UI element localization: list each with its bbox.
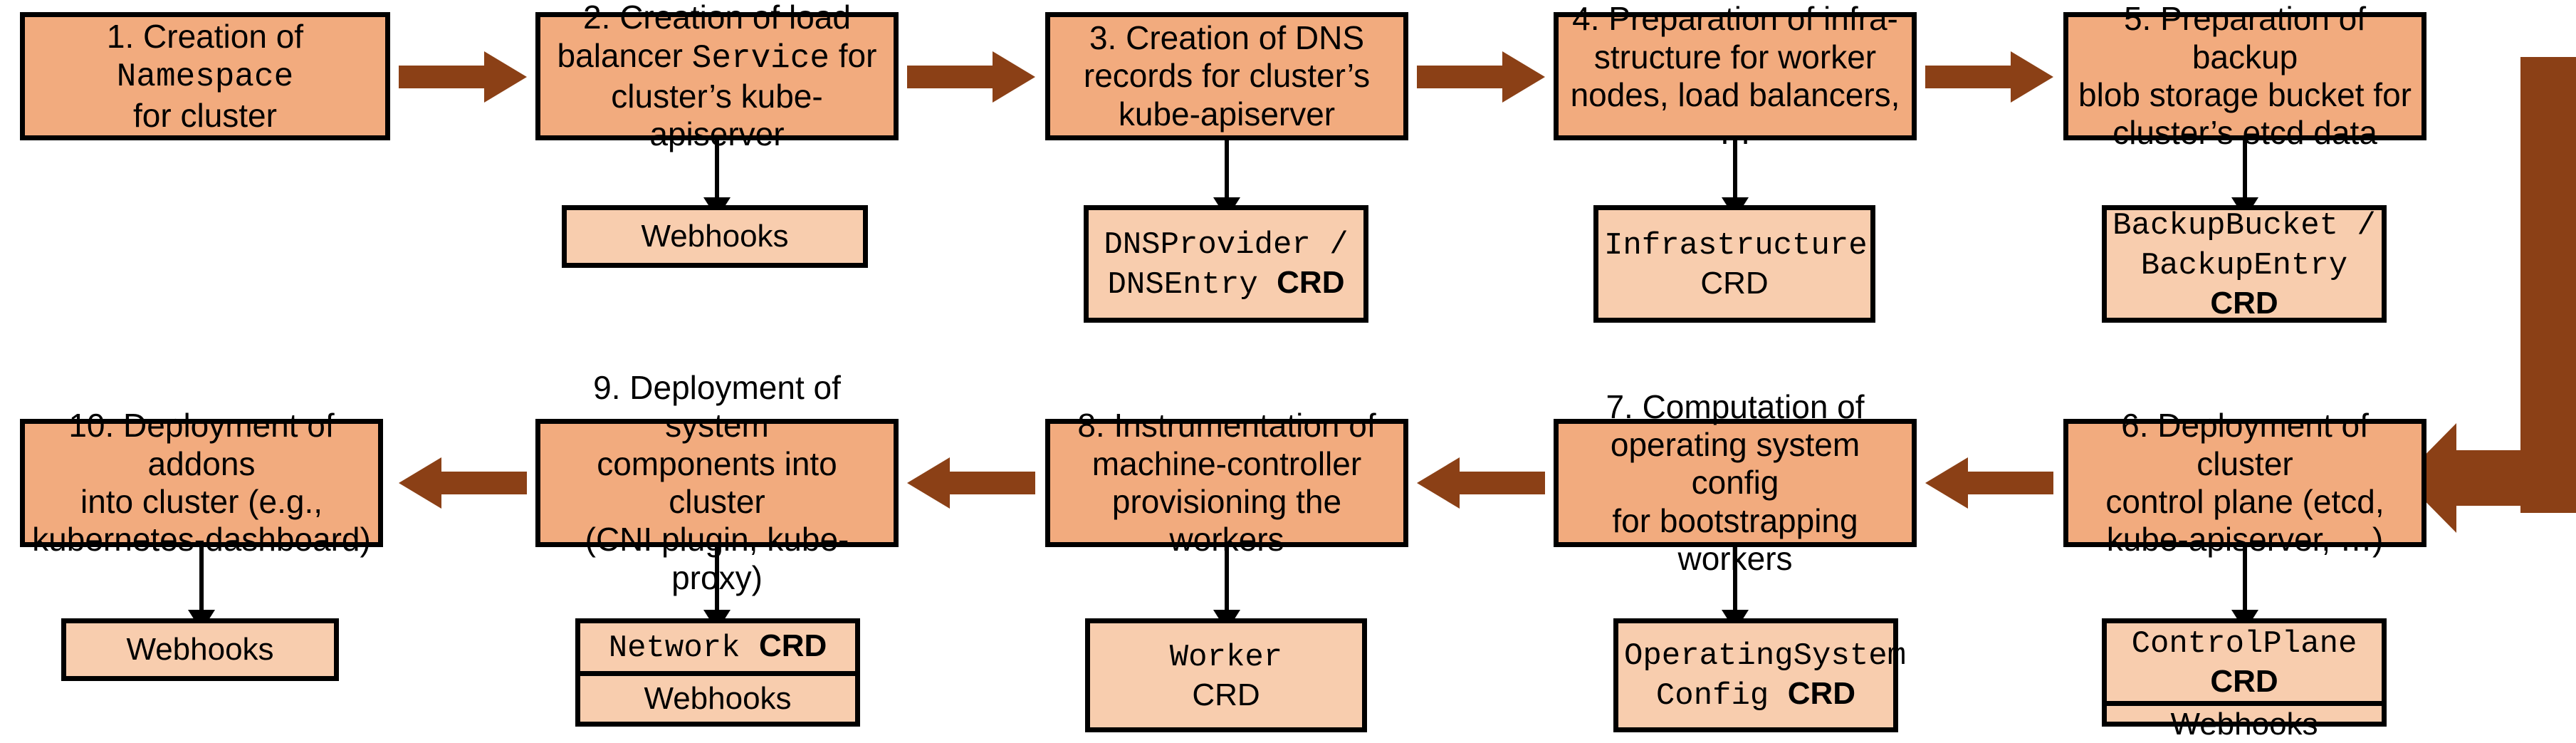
step-4-crd-box[interactable]: Infrastructure CRD — [1593, 205, 1875, 323]
step-2-webhooks-box[interactable]: Webhooks — [562, 205, 868, 268]
step-6-crd-label: ControlPlane CRD — [2131, 626, 2357, 699]
arrow-step5-to-step6-elbow — [2388, 57, 2576, 556]
arrow-step6-to-step7 — [1925, 457, 2053, 509]
step-3-box[interactable]: 3. Creation of DNS records for cluster’s… — [1045, 12, 1408, 140]
step-9-box[interactable]: 9. Deployment of system components into … — [535, 369, 899, 596]
arrow-step3-to-step4 — [1417, 51, 1545, 103]
step-6-artifacts-box[interactable]: ControlPlane CRD Webhooks — [2102, 618, 2387, 742]
step-6-label: 6. Deployment of cluster control plane (… — [2105, 407, 2384, 558]
step-5-label: 5. Preparation of backup blob storage bu… — [2078, 0, 2412, 152]
step-6-webhooks-label: Webhooks — [2170, 706, 2318, 742]
step-7-crd-box[interactable]: OperatingSystem Config CRD — [1613, 618, 1907, 732]
step-8-crd-box[interactable]: Worker CRD — [1085, 618, 1367, 732]
arrow-step7-to-step8 — [1417, 457, 1545, 509]
step-6-crd-row[interactable]: ControlPlane CRD — [2107, 623, 2382, 701]
arrow-step2-to-step3 — [907, 51, 1035, 103]
step-9-crd-row[interactable]: Network CRD — [580, 623, 855, 671]
step-8-label: 8. Instrumentation of machine-controller… — [1077, 407, 1376, 558]
step-7-crd-label: OperatingSystem Config CRD — [1624, 638, 1907, 714]
step-3-crd-box[interactable]: DNSProvider / DNSEntry CRD — [1084, 205, 1368, 323]
step-6-webhooks-row[interactable]: Webhooks — [2107, 700, 2382, 743]
step-9-artifacts-box[interactable]: Network CRD Webhooks — [575, 618, 860, 727]
step-9-webhooks-row[interactable]: Webhooks — [580, 671, 855, 722]
arrow-step4-to-step5 — [1925, 51, 2053, 103]
step-10-box[interactable]: 10. Deployment of addons into cluster (e… — [20, 407, 383, 558]
step-3-label: 3. Creation of DNS records for cluster’s… — [1083, 19, 1371, 133]
arrow-step9-to-step10 — [399, 457, 527, 509]
step-9-webhooks-label: Webhooks — [644, 680, 792, 716]
step-4-label: 4. Preparation of infra- structure for w… — [1570, 0, 1900, 152]
step-5-crd-box[interactable]: BackupBucket / BackupEntry CRD — [2102, 205, 2387, 323]
step-7-box[interactable]: 7. Computation of operating system confi… — [1554, 388, 1917, 577]
step-4-crd-label: Infrastructure CRD — [1604, 228, 1868, 301]
step-8-box[interactable]: 8. Instrumentation of machine-controller… — [1045, 407, 1408, 558]
step-2-label: 2. Creation of load balancer Service for… — [557, 0, 877, 153]
step-3-crd-label: DNSProvider / DNSEntry CRD — [1104, 227, 1349, 303]
step-8-crd-label: Worker CRD — [1169, 639, 1283, 712]
arrow-step8-to-step9 — [907, 457, 1035, 509]
step-10-webhooks-label: Webhooks — [126, 631, 274, 667]
step-10-label: 10. Deployment of addons into cluster (e… — [32, 407, 371, 558]
step-10-webhooks-box[interactable]: Webhooks — [61, 618, 339, 681]
step-9-crd-label: Network CRD — [608, 628, 827, 666]
step-2-webhooks-label: Webhooks — [641, 218, 789, 254]
step-2-box[interactable]: 2. Creation of load balancer Service for… — [535, 0, 899, 152]
step-4-box[interactable]: 4. Preparation of infra- structure for w… — [1554, 0, 1917, 151]
step-1-label: 1. Creation of Namespace for cluster — [106, 17, 304, 134]
step-5-box[interactable]: 5. Preparation of backup blob storage bu… — [2063, 0, 2426, 151]
step-9-label: 9. Deployment of system components into … — [585, 368, 849, 596]
step-6-box[interactable]: 6. Deployment of cluster control plane (… — [2063, 407, 2426, 558]
arrow-step1-to-step2 — [399, 51, 527, 103]
step-5-crd-label: BackupBucket / BackupEntry CRD — [2112, 208, 2376, 321]
step-1-box[interactable]: 1. Creation of Namespace for cluster — [20, 12, 390, 140]
